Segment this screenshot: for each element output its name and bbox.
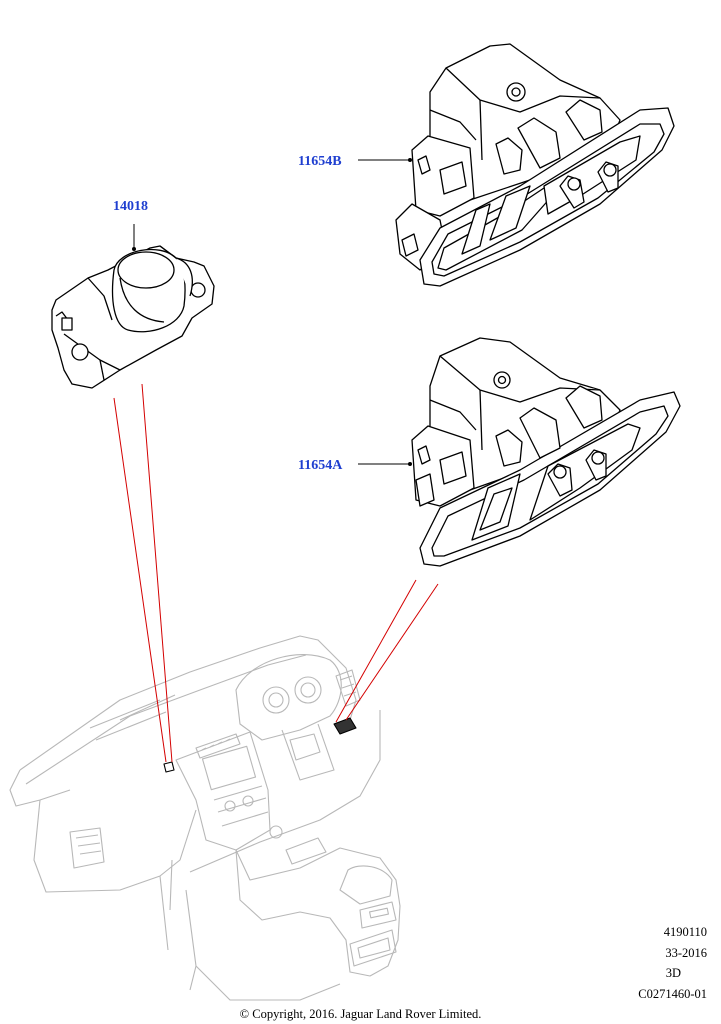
ref-view: 3D — [665, 966, 681, 980]
ref-number: 4190110 — [663, 925, 707, 939]
leader-lines — [113, 383, 439, 763]
dashboard-illustration — [9, 635, 401, 1001]
part-14018-drawing — [51, 245, 215, 389]
callout-11654B[interactable]: 11654B — [298, 154, 342, 169]
copyright-notice: © Copyright, 2016. Jaguar Land Rover Lim… — [239, 1007, 482, 1021]
part-11654B-drawing — [395, 43, 675, 287]
part-11654A-drawing — [411, 337, 681, 567]
ref-drawing-id: C0271460-01 — [638, 987, 707, 1001]
callout-11654A[interactable]: 11654A — [298, 458, 343, 473]
ref-date: 33-2016 — [665, 946, 707, 960]
callout-14018[interactable]: 14018 — [113, 199, 148, 214]
